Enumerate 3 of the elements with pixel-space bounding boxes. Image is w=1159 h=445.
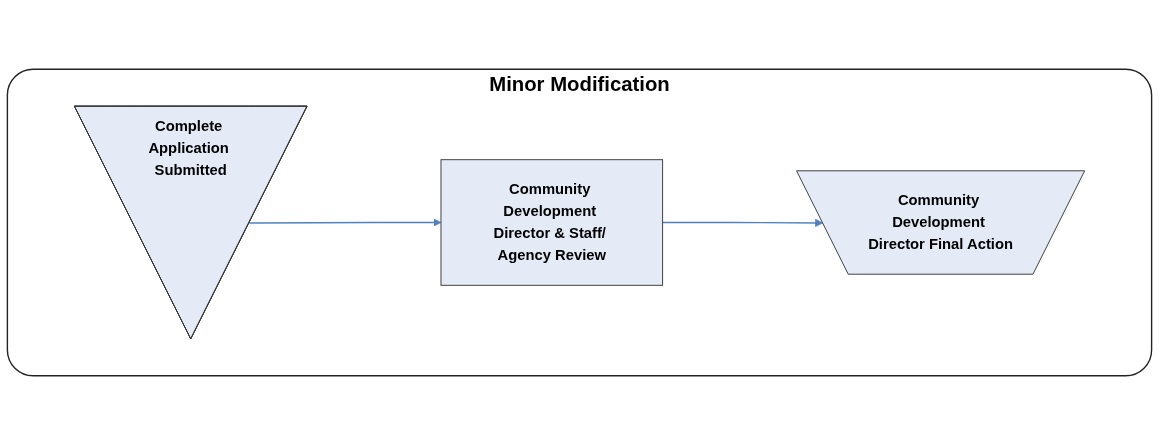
node-box: Community Development Director & Staff/ Agency Review bbox=[440, 159, 664, 286]
arrow bbox=[661, 218, 824, 227]
arrow bbox=[248, 218, 442, 227]
